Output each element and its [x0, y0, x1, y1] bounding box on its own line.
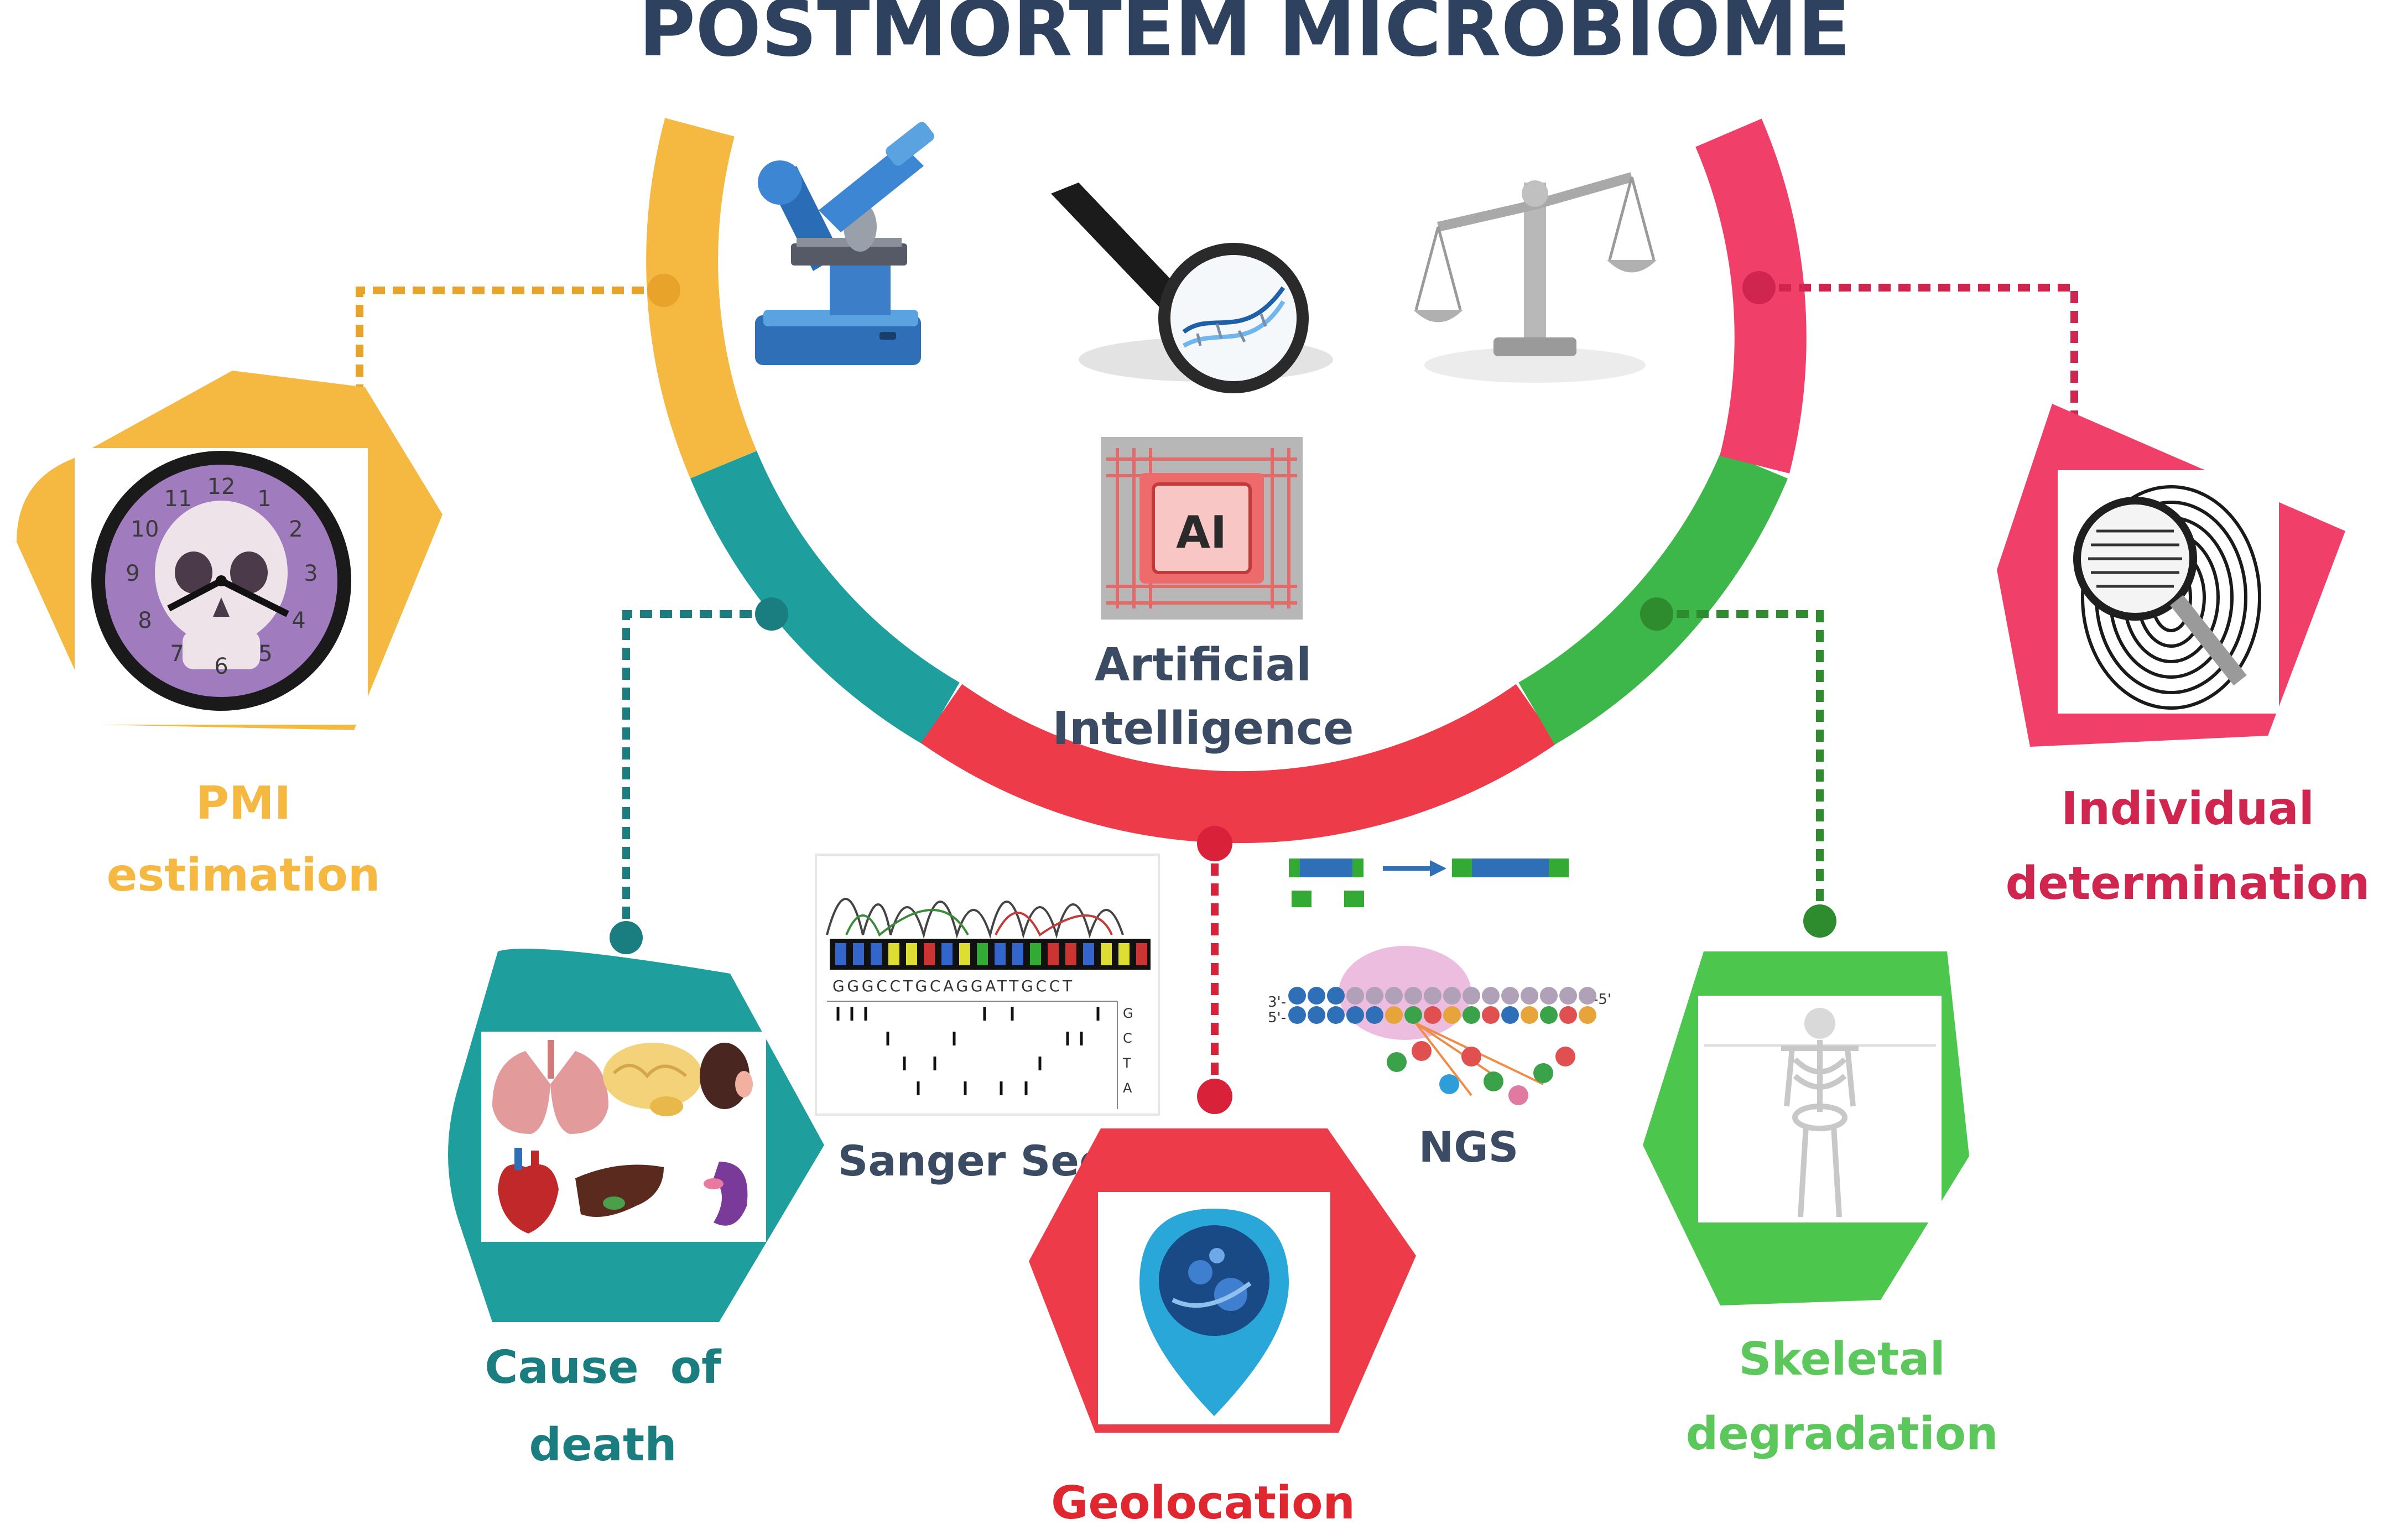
sanger-chromatogram: GGGCCTGCAGGATTGCCT G C T A	[815, 854, 1160, 1116]
microscope-icon	[755, 122, 934, 365]
arc-segment-orange	[646, 118, 757, 479]
individual-card	[1997, 404, 2345, 747]
connector-individual	[1759, 284, 2078, 431]
sanger-label: Sanger Seq	[838, 1136, 1110, 1185]
connector-dot-skeletal-end	[1803, 904, 1836, 938]
connector-dot-skeletal-arc	[1640, 597, 1673, 631]
skull-clock-icon	[91, 451, 351, 711]
individual-label-line1: Individual	[2061, 783, 2314, 835]
page-title: POSTMORTEM MICROBIOME	[639, 0, 1851, 74]
geo-label: Geolocation	[1051, 1477, 1355, 1529]
fingerprint-magnifier-icon	[2073, 485, 2261, 710]
clock-number-2: 2	[289, 517, 303, 542]
skeleton-icon	[1704, 1008, 1936, 1218]
connector-cause	[622, 610, 772, 935]
lungs-icon	[492, 1040, 608, 1134]
cause-label-line2: death	[529, 1419, 676, 1471]
skeletal-label-line1: Skeletal	[1739, 1333, 1945, 1386]
clock-number-9: 9	[126, 561, 139, 586]
ngs-diagram: 3'- 5'- -5'	[1268, 859, 1611, 1105]
brain-icon	[603, 1043, 702, 1116]
connector-dot-cause-end	[610, 921, 643, 954]
clock-number-10: 10	[131, 517, 159, 542]
heart-icon	[498, 1148, 559, 1234]
cause-label-line1: Cause of	[485, 1341, 722, 1394]
connector-dot-individual-arc	[1742, 271, 1776, 304]
clock-number-11: 11	[164, 486, 192, 512]
sanger-base-g: G	[1123, 1006, 1133, 1021]
arc-segment-red	[920, 684, 1558, 844]
ai-label-line2: Intelligence	[1053, 703, 1354, 755]
ngs-label: NGS	[1419, 1122, 1519, 1172]
connector-pmi	[356, 287, 664, 423]
arc-segment-green	[1518, 450, 1788, 745]
connector-skeletal	[1657, 610, 1824, 918]
connector-dot-cause-arc	[755, 597, 788, 631]
liver-icon	[575, 1164, 664, 1217]
connector-dot-pmi-arc	[647, 274, 680, 307]
ngs-strand-bottom	[1288, 1006, 1596, 1024]
skeletal-label-line2: degradation	[1686, 1408, 1999, 1460]
clock-number-8: 8	[138, 608, 152, 633]
ngs-end-left-top: 3'-	[1268, 994, 1286, 1011]
scales-of-justice-icon	[1413, 172, 1657, 383]
cause-of-death-card	[448, 949, 824, 1322]
geolocation-card	[1029, 1128, 1416, 1433]
clock-number-12: 12	[207, 474, 236, 500]
sanger-color-bands	[835, 943, 1147, 965]
arc-segment-teal	[690, 450, 960, 745]
ngs-end-left-bottom: 5'-	[1268, 1010, 1286, 1026]
skeletal-card	[1643, 951, 1969, 1305]
clock-number-1: 1	[257, 486, 271, 512]
clock-number-7: 7	[170, 641, 184, 667]
ngs-strand-top	[1288, 987, 1596, 1005]
clock-numbers: 12 1 2 3 4 5 6 7 8 9 10 11	[126, 474, 318, 679]
sanger-sequence-text: GGGCCTGCAGGATTGCCT	[832, 977, 1075, 995]
ai-chip-text: AI	[1176, 507, 1227, 558]
magnifier-dna-icon	[1051, 183, 1333, 393]
pmi-label-line1: PMI	[196, 777, 291, 830]
clock-number-3: 3	[304, 561, 318, 586]
connector-dot-geo-arc	[1197, 826, 1232, 861]
sanger-base-c: C	[1123, 1031, 1132, 1046]
kidney-icon	[700, 1043, 753, 1109]
sanger-base-t: T	[1122, 1055, 1131, 1071]
pmi-card: 12 1 2 3 4 5 6 7 8 9 10 11	[17, 371, 443, 730]
clock-number-5: 5	[258, 641, 272, 667]
spleen-icon	[704, 1162, 748, 1226]
clock-number-6: 6	[214, 654, 228, 679]
pmi-label-line2: estimation	[107, 849, 381, 902]
ai-chip-icon: AI	[1101, 437, 1303, 620]
ai-label-line1: Artificial	[1095, 639, 1312, 691]
sanger-base-a: A	[1123, 1080, 1132, 1096]
location-pin-icon	[1139, 1209, 1289, 1416]
connector-dot-geo-end	[1197, 1079, 1232, 1114]
clock-number-4: 4	[292, 608, 305, 633]
individual-label-line2: determination	[2006, 857, 2370, 910]
